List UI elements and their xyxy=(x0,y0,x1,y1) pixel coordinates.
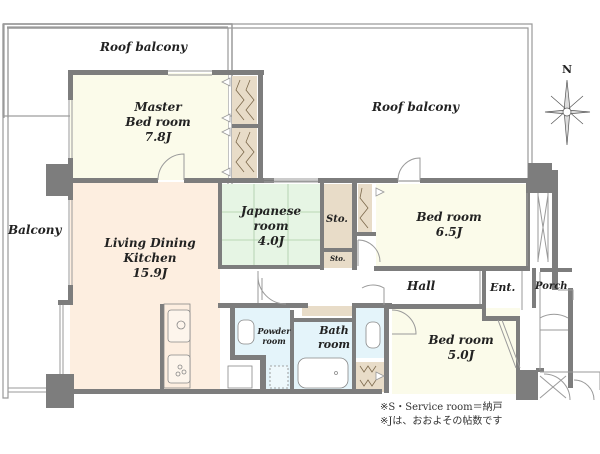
room-size: 7.8J xyxy=(144,130,172,144)
room-name: Bed room xyxy=(428,333,494,347)
room-label-powder-room: Powder room xyxy=(256,326,292,346)
room-size: 6.5J xyxy=(435,225,463,239)
japanese-room-floor xyxy=(222,184,320,266)
room-name-line1: Powder xyxy=(257,326,291,336)
roof-balcony-outline xyxy=(3,23,533,180)
room-name-line1: Living Dining xyxy=(104,236,196,250)
kitchen-fixtures xyxy=(163,303,253,389)
room-label-storage-2: Sto. xyxy=(330,254,346,263)
room-label-balcony: Balcony xyxy=(8,223,62,237)
room-size: 4.0J xyxy=(257,234,285,248)
room-label-entrance: Ent. xyxy=(490,281,516,294)
legend-notes: ※S・Service room＝納戸 ※Jは、おおよその帖数です xyxy=(380,401,503,428)
room-name-line2: room xyxy=(317,337,351,351)
note-jo-count: ※Jは、おおよその帖数です xyxy=(380,415,503,427)
room-label-bath-room: Bath room xyxy=(314,324,354,352)
room-name-line2: Kitchen xyxy=(123,251,177,265)
room-label-hall: Hall xyxy=(407,279,436,293)
room-size: 5.0J xyxy=(447,348,475,362)
room-name: Bed room xyxy=(416,210,482,224)
room-label-bedroom-6: Bed room 6.5J xyxy=(412,210,486,240)
room-size: 15.9J xyxy=(132,266,168,280)
room-name-line1: Japanese xyxy=(240,204,302,218)
room-label-porch: Porch xyxy=(535,281,568,292)
walls xyxy=(46,70,573,408)
bedroom-6-floor xyxy=(376,184,526,266)
note-service-room: ※S・Service room＝納戸 xyxy=(380,402,503,413)
room-label-ldk: Living Dining Kitchen 15.9J xyxy=(95,236,205,281)
room-name-line2: room xyxy=(262,336,286,346)
room-label-roof-balcony-left: Roof balcony xyxy=(100,40,188,54)
room-name-line2: Bed room xyxy=(125,115,191,129)
compass-north-label: N xyxy=(562,63,573,76)
room-label-roof-balcony-right: Roof balcony xyxy=(372,100,460,114)
room-label-bedroom-5: Bed room 5.0J xyxy=(424,333,498,363)
ldk-floor xyxy=(70,182,220,392)
room-name-line1: Bath xyxy=(319,324,349,337)
room-label-storage-1: Sto. xyxy=(326,214,348,225)
room-name-line1: Master xyxy=(134,100,182,114)
master-bedroom-floor xyxy=(70,73,228,180)
room-label-master-bedroom: Master Bed room 7.8J xyxy=(118,100,198,145)
compass-rose-icon xyxy=(544,79,591,146)
room-name-line2: room xyxy=(253,219,289,233)
room-label-japanese-room: Japanese room 4.0J xyxy=(234,204,308,249)
